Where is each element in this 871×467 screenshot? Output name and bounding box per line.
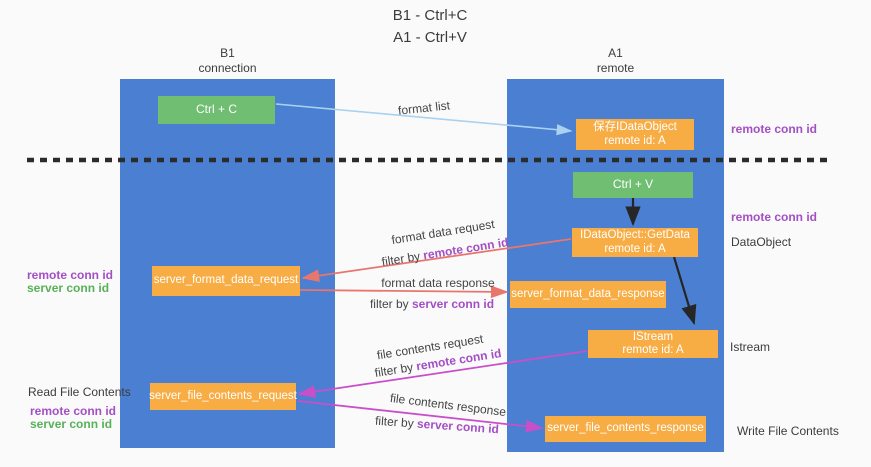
getdata-label: IDataObject::GetData bbox=[580, 229, 690, 241]
title-line-1: B1 - Ctrl+C bbox=[392, 7, 468, 24]
write-file-contents-annotation: Write File Contents bbox=[737, 424, 839, 438]
remote-conn-id-label: remote conn id bbox=[30, 404, 117, 418]
server-format-data-response-label: server_format_data_response bbox=[511, 287, 665, 300]
left-header-name: B1 bbox=[220, 46, 235, 60]
right-header-role: remote bbox=[596, 61, 635, 75]
getdata-to-istream-arrow bbox=[672, 256, 697, 326]
left-conn-ids-annotation-2: remote conn id server conn id bbox=[30, 405, 116, 431]
filter-by-text: filter by bbox=[369, 297, 412, 311]
server-file-contents-request-box: server_file_contents_request bbox=[149, 383, 297, 410]
format-list-arrow bbox=[275, 103, 573, 136]
save-idataobject-label: 保存IDataObject bbox=[593, 121, 677, 133]
idataobject-getdata-box: IDataObject::GetData remote id: A bbox=[572, 228, 698, 257]
server-conn-id-label: server conn id bbox=[27, 281, 110, 295]
server-format-data-request-box: server_format_data_request bbox=[152, 266, 300, 296]
file-contents-request-arrow bbox=[297, 350, 588, 398]
remote-conn-id-annotation-top: remote conn id bbox=[731, 122, 818, 136]
right-header-name: A1 bbox=[608, 46, 623, 60]
remote-conn-id-label: remote conn id bbox=[27, 268, 114, 282]
read-file-contents-annotation: Read File Contents bbox=[28, 385, 131, 399]
server-conn-id-key: server conn id bbox=[411, 297, 495, 311]
ctrl-c-box: Ctrl + C bbox=[158, 96, 275, 124]
diagram-title: B1 - Ctrl+C A1 - Ctrl+V bbox=[340, 5, 520, 49]
filter-by-text: filter by bbox=[374, 413, 418, 431]
save-idataobject-box: 保存IDataObject remote id: A bbox=[576, 119, 694, 150]
format-data-response-arrow bbox=[299, 285, 509, 299]
file-contents-response-arrow bbox=[297, 400, 544, 433]
dataobject-annotation: DataObject bbox=[731, 235, 792, 249]
istream-annotation: Istream bbox=[730, 340, 771, 354]
server-file-contents-response-label: server_file_contents_response bbox=[547, 422, 704, 435]
server-format-data-request-label: server_format_data_request bbox=[153, 274, 299, 287]
remote-conn-id-annotation-mid: remote conn id bbox=[731, 210, 818, 224]
istream-box: IStream remote id: A bbox=[588, 330, 718, 358]
ctrl-v-label: Ctrl + V bbox=[612, 177, 654, 192]
left-header-role: connection bbox=[198, 61, 257, 75]
ctrl-v-box: Ctrl + V bbox=[573, 172, 693, 198]
left-conn-ids-annotation-1: remote conn id server conn id bbox=[27, 269, 113, 295]
istream-label: IStream bbox=[632, 330, 674, 343]
server-file-contents-response-box: server_file_contents_response bbox=[545, 416, 706, 442]
istream-remote-id: remote id: A bbox=[622, 344, 684, 356]
getdata-remote-id: remote id: A bbox=[604, 242, 666, 255]
title-line-2: A1 - Ctrl+V bbox=[393, 29, 467, 46]
server-file-contents-request-label: server_file_contents_request bbox=[149, 389, 297, 402]
left-column-header: B1 connection bbox=[120, 46, 335, 76]
format-data-response-filter-label: filter by server conn id bbox=[370, 297, 494, 311]
server-conn-id-label: server conn id bbox=[30, 417, 113, 431]
right-column-header: A1 remote bbox=[507, 46, 724, 76]
format-data-request-arrow bbox=[301, 238, 572, 282]
server-format-data-response-box: server_format_data_response bbox=[510, 281, 666, 308]
format-data-response-arrow-label: format data response bbox=[381, 276, 495, 290]
ctrl-c-label: Ctrl + C bbox=[195, 102, 237, 117]
save-idataobject-remote-id: remote id: A bbox=[604, 134, 666, 147]
